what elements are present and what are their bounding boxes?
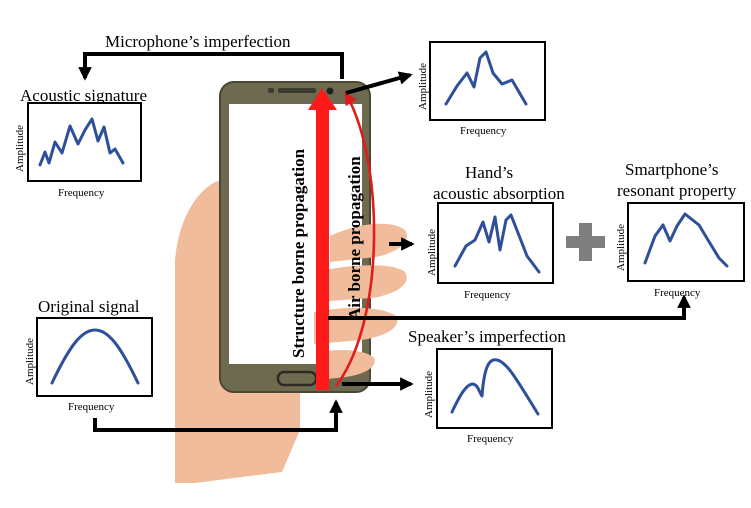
earpiece-slot — [278, 88, 316, 93]
phone-resonance-arrow — [328, 294, 691, 320]
hand-absorption-ylabel: Amplitude — [426, 229, 438, 276]
mic-output-arrow — [345, 71, 413, 95]
plus-icon — [566, 223, 605, 261]
acoustic-signature-label: Acoustic signature — [20, 86, 147, 105]
air-borne-label: Air borne propagation — [345, 156, 364, 320]
speaker-imperfection-label: Speaker’s imperfection — [408, 327, 566, 346]
microphone-imperfection-label: Microphone’s imperfection — [105, 32, 291, 51]
smartphone-resonant-label-2: resonant property — [617, 181, 737, 200]
original-signal-curve — [50, 328, 140, 385]
received-signal-graph: Frequency Amplitude — [417, 41, 546, 137]
hand-absorption-label-1: Hand’s — [465, 163, 513, 182]
smartphone-resonant-graph: Frequency Amplitude — [615, 202, 745, 299]
acoustic-signature-graph: Frequency Amplitude — [14, 102, 142, 199]
smartphone-resonant-curve — [643, 212, 729, 268]
structure-borne-label: Structure borne propagation — [289, 148, 308, 358]
hand-absorption-graph: Frequency Amplitude — [426, 202, 554, 301]
acoustic-signature-curve — [38, 117, 125, 167]
front-camera-icon — [326, 87, 334, 95]
speaker-imperfection-graph: Frequency Amplitude — [423, 348, 553, 445]
acoustic-signature-ylabel: Amplitude — [14, 125, 26, 172]
hand-absorption-xlabel: Frequency — [464, 289, 511, 301]
hand-absorption-label-2: acoustic absorption — [433, 184, 565, 203]
original-signal-ylabel: Amplitude — [24, 338, 36, 385]
air-borne-path — [334, 91, 376, 387]
original-signal-label: Original signal — [38, 297, 140, 316]
acoustic-signature-xlabel: Frequency — [58, 187, 105, 199]
received-signal-ylabel: Amplitude — [417, 63, 429, 110]
speaker-imperfection-xlabel: Frequency — [467, 433, 514, 445]
microphone-imperfection-arrow — [78, 52, 344, 81]
smartphone-resonant-ylabel: Amplitude — [615, 224, 627, 271]
smartphone-resonant-xlabel: Frequency — [654, 287, 701, 299]
received-signal-curve — [444, 50, 528, 106]
speaker-imperfection-ylabel: Amplitude — [423, 371, 435, 418]
original-signal-graph: Frequency Amplitude — [24, 317, 153, 413]
smartphone-resonant-label-1: Smartphone’s — [625, 160, 719, 179]
original-to-speaker-arrow — [93, 399, 343, 432]
structure-borne-path — [308, 88, 337, 390]
received-signal-xlabel: Frequency — [460, 125, 507, 137]
speaker-imperfection-curve — [450, 358, 540, 416]
hand-absorption-curve — [453, 213, 541, 274]
original-signal-xlabel: Frequency — [68, 401, 115, 413]
